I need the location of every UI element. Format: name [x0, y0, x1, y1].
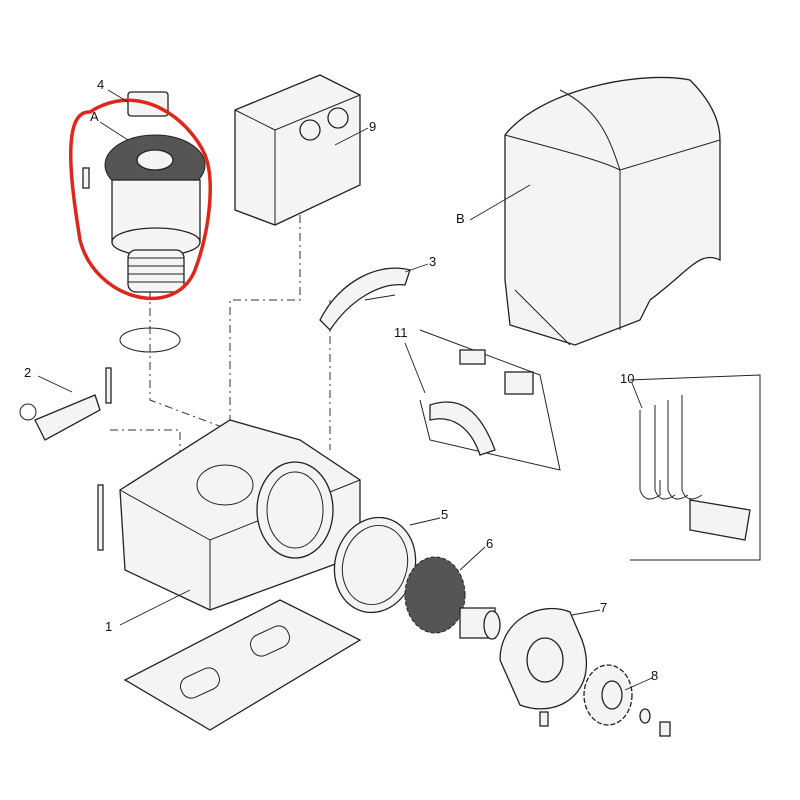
motor-assembly-a [69, 91, 212, 301]
label-6: 6 [486, 536, 494, 551]
control-box-9 [234, 74, 361, 226]
label-3: 3 [429, 254, 437, 269]
label-8: 8 [651, 668, 659, 683]
part-7-flange [499, 607, 588, 727]
label-7: 7 [600, 600, 608, 615]
label-5: 5 [441, 507, 449, 522]
leader-lines [37, 89, 653, 691]
part-6-pinion-gear [404, 556, 501, 640]
part-11-board [419, 329, 561, 471]
o-ring [119, 327, 181, 353]
label-10: 10 [620, 371, 635, 386]
label-a: A [90, 109, 99, 124]
label-b: B [456, 211, 465, 226]
part-3-limit-switch [319, 267, 411, 332]
part-2-release-lever [19, 367, 112, 441]
label-4: 4 [97, 77, 105, 92]
label-1: 1 [105, 619, 113, 634]
label-11: 11 [394, 325, 408, 340]
label-2: 2 [24, 365, 32, 380]
base-plate [123, 599, 362, 731]
part-1-housing [97, 419, 361, 611]
part-8-drive-sprocket [583, 664, 671, 737]
label-9: 9 [369, 119, 377, 134]
part-10-anchor-bolts [629, 374, 761, 561]
cover-b [504, 76, 721, 346]
highlight-outline [69, 98, 212, 301]
